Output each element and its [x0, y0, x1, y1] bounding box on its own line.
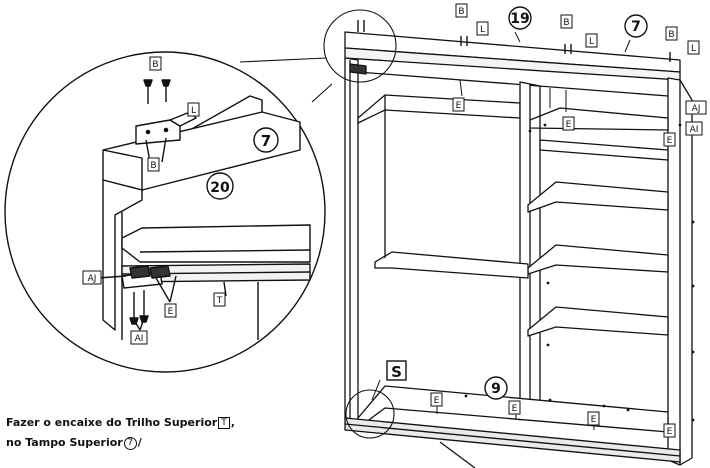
caption-text: / [137, 436, 142, 449]
label-E: E [434, 396, 440, 406]
zoom-connectors [239, 9, 397, 439]
part-number-9: 9 [491, 381, 501, 397]
label-E: E [591, 415, 597, 425]
label-L-top-2 [585, 33, 598, 48]
caption-text: Fazer o encaixe do Trilho Superior [6, 416, 218, 429]
caption-top-panel-number: 7 [123, 437, 137, 450]
central-divider [519, 81, 531, 421]
zoom-source-circle-bottom [345, 389, 395, 439]
label-E: E [566, 120, 572, 130]
shelf-right-3 [527, 244, 669, 275]
label-B-top-3 [665, 26, 678, 41]
label-T: T [216, 296, 223, 306]
shelf-right-4 [527, 306, 669, 337]
part-number-19: 19 [510, 11, 529, 27]
label-B: B [458, 7, 464, 17]
wardrobe-drawing [344, 20, 695, 468]
caption-text: , [230, 416, 235, 429]
label-B-top-1 [455, 3, 468, 18]
label-AJ: AJ [88, 274, 97, 284]
caption-rail-label: T [218, 417, 230, 429]
label-AI: AI [690, 125, 699, 135]
shelf-right-1 [539, 139, 669, 161]
label-B: B [563, 18, 569, 28]
shelf-right-2 [527, 181, 669, 213]
label-E: E [667, 427, 673, 437]
label-S: S [391, 363, 402, 381]
shelf-upper-right [529, 107, 669, 131]
label-E: E [512, 404, 518, 414]
label-B: B [150, 161, 156, 171]
caption-text: no Tampo Superior [6, 436, 123, 449]
label-E: E [667, 136, 673, 146]
part-labels [82, 3, 707, 438]
label-texts: B L B L B L E E E AJ AI E E E E S B L B … [88, 7, 701, 437]
label-B-top-2 [560, 14, 573, 29]
label-L-top-3 [687, 40, 700, 55]
label-L: L [480, 25, 485, 35]
shelf-left-long [374, 251, 529, 279]
label-B: B [152, 60, 158, 70]
zoom-detail-circle [4, 51, 326, 373]
label-E: E [168, 307, 174, 317]
part-number-7-zoom: 7 [261, 132, 271, 150]
zoom-source-circle-top [323, 9, 397, 83]
shelf-upper-left [357, 94, 521, 124]
label-AJ: AJ [692, 104, 701, 114]
left-side-panel [344, 57, 359, 421]
part-number-20: 20 [210, 180, 230, 196]
label-B: B [668, 30, 674, 40]
part-number-7: 7 [631, 19, 641, 35]
label-L: L [191, 106, 196, 116]
label-L: L [589, 37, 594, 47]
label-E: E [456, 101, 462, 111]
label-L-top-1 [476, 21, 489, 36]
number-texts: 19 7 7 20 9 [210, 11, 641, 397]
label-AI: AI [135, 334, 144, 344]
label-L: L [691, 44, 696, 54]
